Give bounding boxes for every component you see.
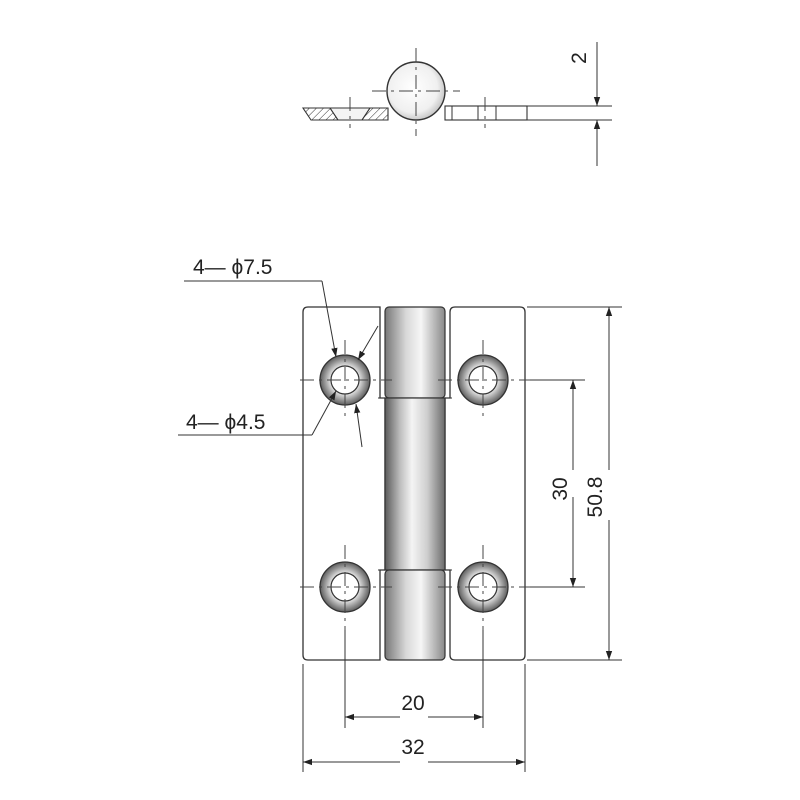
overall-height-dimension: 50.8 <box>527 306 622 661</box>
callout-through-hole-label: 4— ϕ4.5 <box>186 411 265 434</box>
callout-counterbore: 4— ϕ7.5 <box>184 256 379 361</box>
overall-width-dimension: 32 <box>302 664 526 772</box>
side-view-left-leaf <box>301 107 389 121</box>
center-lines <box>300 340 530 630</box>
overall-height-label: 50.8 <box>584 477 607 518</box>
callout-counterbore-label: 4— ϕ7.5 <box>193 256 272 279</box>
side-view: 2 <box>301 42 612 166</box>
hole-spacing-horizontal-dimension: 20 <box>344 630 484 728</box>
barrel-middle-knuckle <box>384 397 446 571</box>
thickness-label: 2 <box>568 52 591 64</box>
side-view-right-leaf <box>444 105 528 121</box>
overall-width-label: 32 <box>401 736 424 759</box>
hole-spacing-vertical-dimension: 30 <box>530 379 585 588</box>
front-view: 4— ϕ7.5 4— ϕ4.5 30 50.8 <box>178 256 622 772</box>
hole-spacing-vertical-label: 30 <box>549 477 572 500</box>
hole-spacing-horizontal-label: 20 <box>401 692 424 715</box>
barrel-bottom-knuckle <box>384 569 446 661</box>
mounting-hole-bottom-right <box>457 561 509 613</box>
callout-through-hole: 4— ϕ4.5 <box>178 390 363 448</box>
barrel-top-knuckle <box>384 306 446 399</box>
thickness-dimension: 2 <box>527 42 612 166</box>
